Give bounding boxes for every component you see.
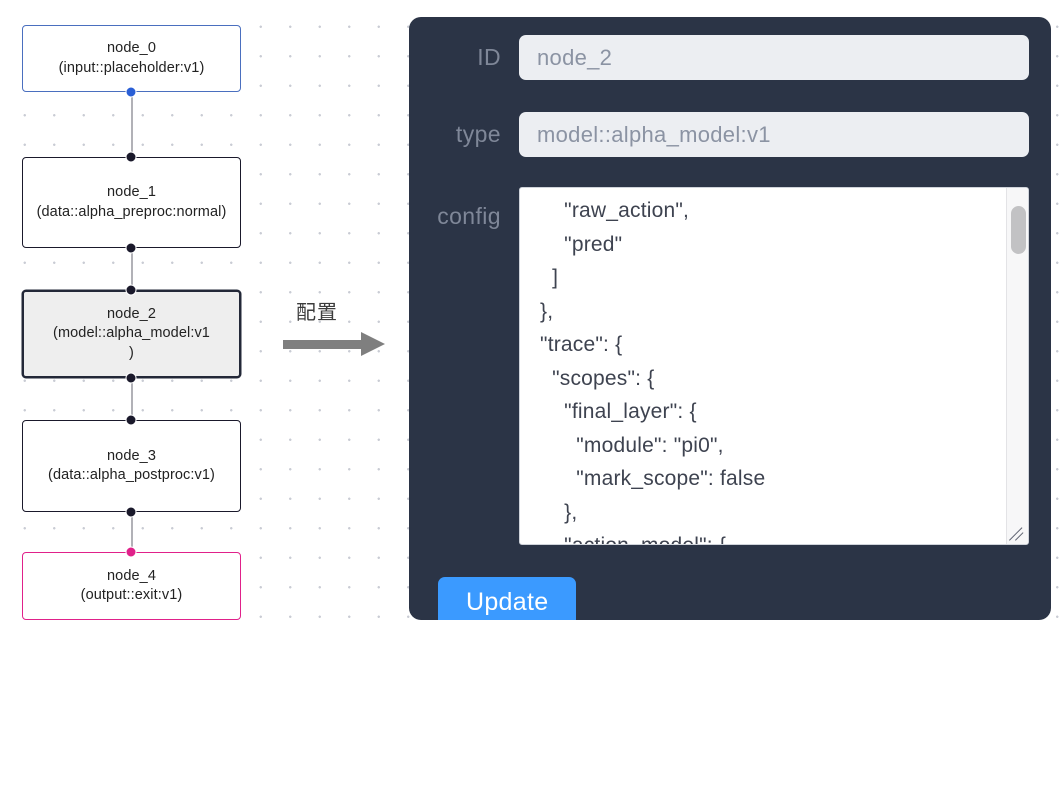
flow-node-node_4[interactable]: node_4 (output::exit:v1) [22, 552, 241, 620]
config-scrollbar-thumb[interactable] [1011, 206, 1026, 254]
arrow-shaft [283, 340, 363, 349]
type-label: type [455, 121, 501, 147]
flow-node-label: node_0 (input::placeholder:v1) [58, 40, 205, 76]
resize-handle-icon[interactable] [1007, 523, 1027, 543]
node-inspector-panel: ID node_2 type model::alpha_model:v1 con… [409, 17, 1051, 620]
flow-node-label: node_2 (model::alpha_model:v1 ) [53, 306, 210, 361]
flow-node-label: node_4 (output::exit:v1) [80, 567, 183, 603]
edge-node0-node1 [131, 92, 133, 157]
node-handle-node_3-target[interactable] [125, 414, 137, 426]
node-handle-node_0-source[interactable] [125, 86, 137, 98]
flow-node-node_3[interactable]: node_3 (data::alpha_postproc:v1) [22, 420, 241, 512]
flow-node-node_0[interactable]: node_0 (input::placeholder:v1) [22, 25, 241, 92]
node-handle-node_1-source[interactable] [125, 242, 137, 254]
id-label: ID [477, 44, 501, 70]
node-handle-node_1-target[interactable] [125, 151, 137, 163]
flow-graph: node_0 (input::placeholder:v1) node_1 (d… [0, 0, 400, 643]
annotation-arrow-group: 配置 [283, 296, 398, 358]
edge-node1-node2 [131, 248, 133, 290]
node-handle-node_2-target[interactable] [125, 284, 137, 296]
edge-node2-node3 [131, 378, 133, 420]
config-field-row: config "raw_action", "pred" ] }, "trace"… [409, 187, 1051, 545]
config-textarea[interactable]: "raw_action", "pred" ] }, "trace": { "sc… [519, 187, 1029, 545]
flow-node-label: node_1 (data::alpha_preproc:normal) [36, 184, 227, 220]
node-handle-node_4-target[interactable] [125, 546, 137, 558]
node-handle-node_3-source[interactable] [125, 506, 137, 518]
config-label: config [437, 203, 501, 229]
arrow-right-icon [283, 332, 391, 356]
id-field-row: ID node_2 [409, 35, 1051, 80]
update-button[interactable]: Update [438, 577, 577, 620]
type-input[interactable]: model::alpha_model:v1 [519, 112, 1029, 157]
config-textarea-content[interactable]: "raw_action", "pred" ] }, "trace": { "sc… [540, 199, 766, 544]
type-field-row: type model::alpha_model:v1 [409, 112, 1051, 157]
flow-node-node_2[interactable]: node_2 (model::alpha_model:v1 ) [22, 290, 241, 378]
arrow-head [361, 332, 385, 356]
id-input[interactable]: node_2 [519, 35, 1029, 80]
annotation-caption: 配置 [296, 302, 338, 324]
flow-canvas[interactable]: node_0 (input::placeholder:v1) node_1 (d… [0, 0, 1062, 643]
config-scrollbar[interactable] [1006, 188, 1028, 544]
flow-node-label: node_3 (data::alpha_postproc:v1) [48, 447, 215, 483]
flow-node-node_1[interactable]: node_1 (data::alpha_preproc:normal) [22, 157, 241, 248]
edge-node3-node4 [131, 512, 133, 552]
node-handle-node_2-source[interactable] [125, 372, 137, 384]
